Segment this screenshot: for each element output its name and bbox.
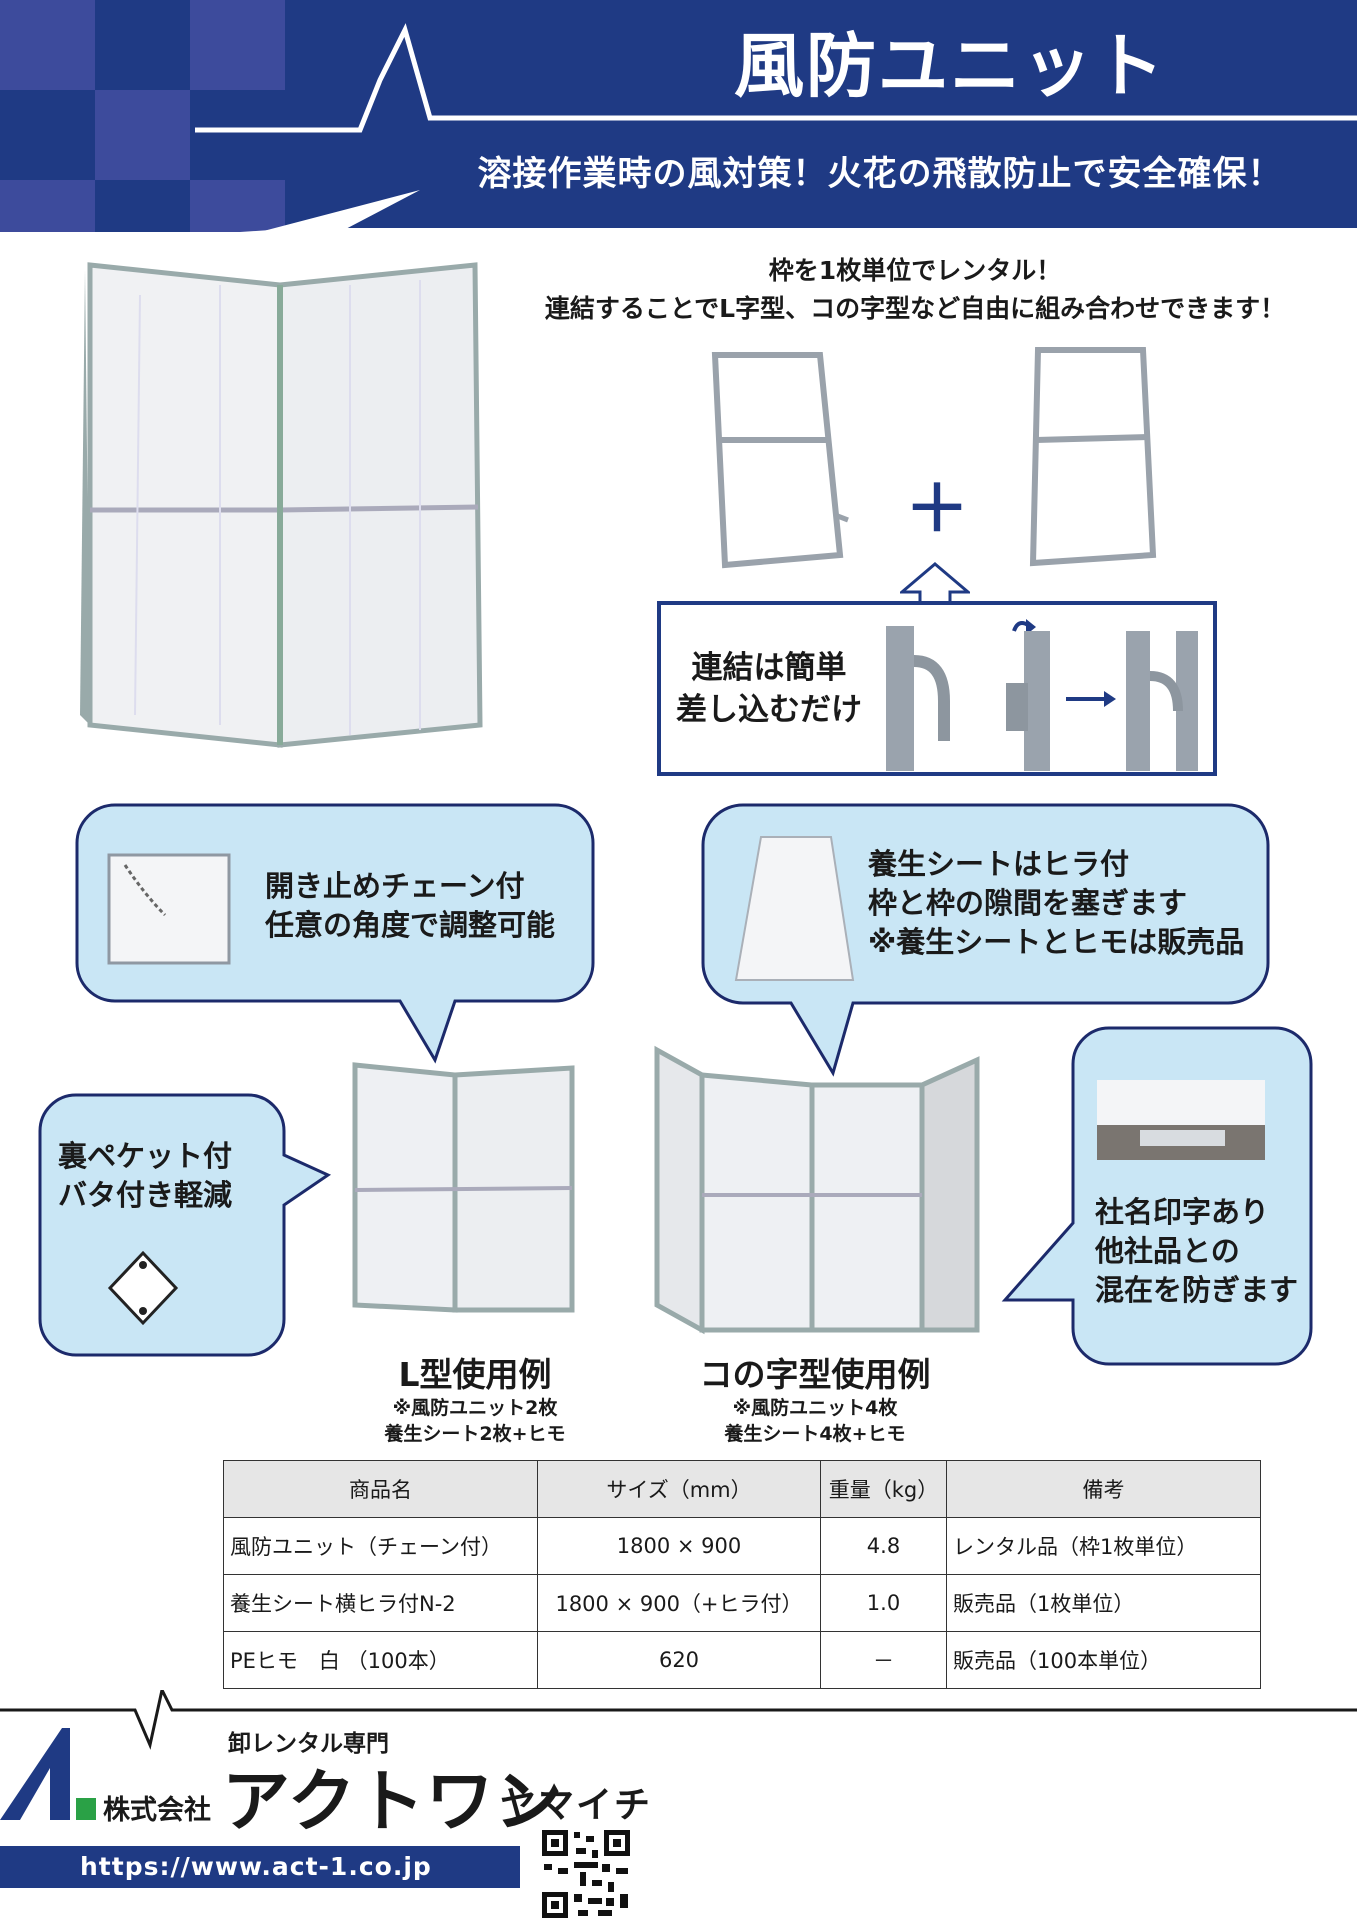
cell-size: 1800 × 900（+ヒラ付） — [537, 1574, 821, 1632]
l-type-note: ※風防ユニット2枚 養生シート2枚+ヒモ — [360, 1395, 590, 1447]
pocket-line-2: バタ付き軽減 — [58, 1178, 233, 1212]
cell-product: 風防ユニット（チェーン付） — [223, 1517, 538, 1575]
chain-line-2: 任意の角度で調整可能 — [265, 908, 556, 942]
cell-weight: － — [820, 1631, 947, 1689]
chain-line-1: 開き止めチェーン付 — [265, 869, 525, 903]
company-logo-icon — [0, 1728, 96, 1820]
cell-note: 販売品（100本単位） — [946, 1631, 1261, 1689]
u-type-title: コの字型使用例 — [699, 1355, 931, 1394]
frame-photo-left — [710, 350, 850, 574]
name-line-1: 社名印字あり — [1095, 1195, 1270, 1229]
l-type-title: L型使用例 — [398, 1355, 552, 1394]
sheet-line-3: ※養生シートとヒモは販売品 — [868, 925, 1245, 959]
footer-tagline: 卸レンタル専門 — [228, 1731, 389, 1757]
intro-text: 枠を1枚単位でレンタル！ 連結することでL字型、コの字型など自由に組み合わせでき… — [480, 252, 1350, 328]
u-type-note-2: 養生シート4枚+ヒモ — [724, 1423, 906, 1445]
plus-sign: ＋ — [905, 473, 969, 547]
bubble-chain: 開き止めチェーン付 任意の角度で調整可能 — [75, 803, 595, 1065]
cell-size: 1800 × 900 — [537, 1517, 821, 1575]
pocket-line-1: 裏ペケット付 — [58, 1139, 233, 1173]
table-row: 風防ユニット（チェーン付） 1800 × 900 4.8 レンタル品（枠1枚単位… — [223, 1517, 1261, 1575]
pocket-diamond-icon — [107, 1250, 179, 1326]
bubble-pocket: 裏ペケット付 バタ付き軽減 — [38, 1093, 338, 1357]
name-line-3: 混在を防ぎます — [1095, 1273, 1299, 1307]
sheet-line-2: 枠と枠の隙間を塞ぎます — [868, 886, 1188, 920]
intro-line-1: 枠を1枚単位でレンタル！ — [768, 256, 1062, 285]
footer-sub-brand: ヤマイチ — [500, 1785, 653, 1826]
col-weight: 重量（kg） — [820, 1460, 947, 1518]
table-header-row: 商品名 サイズ（mm） 重量（kg） 備考 — [223, 1460, 1261, 1518]
spec-table: 商品名 サイズ（mm） 重量（kg） 備考 風防ユニット（チェーン付） 1800… — [223, 1460, 1261, 1689]
u-type-note-1: ※風防ユニット4枚 — [732, 1397, 898, 1419]
footer-brand: アクトワン — [222, 1763, 564, 1842]
name-line-2: 他社品との — [1095, 1234, 1240, 1268]
l-type-note-2: 養生シート2枚+ヒモ — [384, 1423, 566, 1445]
col-size: サイズ（mm） — [537, 1460, 821, 1518]
connection-photos — [886, 619, 1198, 771]
cell-size: 620 — [537, 1631, 821, 1689]
cell-note: レンタル品（枠1枚単位） — [946, 1517, 1261, 1575]
u-type-photo — [652, 1045, 992, 1345]
connection-box: 連結は簡単 差し込むだけ — [657, 601, 1217, 776]
header-background — [0, 0, 1357, 232]
footer-pulse-line — [0, 1690, 1357, 1750]
main-unit-photo — [80, 245, 500, 765]
footer-corp: 株式会社 — [103, 1795, 211, 1826]
l-type-photo — [350, 1060, 580, 1320]
sheet-line-1: 養生シートはヒラ付 — [868, 847, 1130, 881]
cell-product: PEヒモ 白 （100本） — [223, 1631, 538, 1689]
connection-line-1: 連結は簡単 — [691, 650, 847, 686]
intro-line-2: 連結することでL字型、コの字型など自由に組み合わせできます！ — [544, 294, 1286, 323]
bubble-company-name: 社名印字あり 他社品との 混在を防ぎます — [1001, 1026, 1315, 1368]
l-type-note-1: ※風防ユニット2枚 — [392, 1397, 558, 1419]
right-arrow-icon — [1104, 691, 1116, 707]
bubble-sheet: 養生シートはヒラ付 枠と枠の隙間を塞ぎます ※養生シートとヒモは販売品 — [701, 803, 1273, 1077]
cell-note: 販売品（1枚単位） — [946, 1574, 1261, 1632]
table-row: PEヒモ 白 （100本） 620 － 販売品（100本単位） — [223, 1631, 1261, 1689]
cell-weight: 4.8 — [820, 1517, 947, 1575]
connection-text: 連結は簡単 差し込むだけ — [669, 647, 869, 731]
col-product: 商品名 — [223, 1460, 538, 1518]
qr-code-icon[interactable] — [540, 1828, 632, 1920]
u-type-note: ※風防ユニット4枚 養生シート4枚+ヒモ — [700, 1395, 930, 1447]
footer-url-link[interactable]: https://www.act-1.co.jp — [0, 1846, 520, 1888]
frame-photo-right — [1028, 345, 1163, 574]
col-note: 備考 — [946, 1460, 1261, 1518]
page-subtitle: 溶接作業時の風対策！火花の飛散防止で安全確保！ — [477, 154, 1283, 194]
table-row: 養生シート横ヒラ付N-2 1800 × 900（+ヒラ付） 1.0 販売品（1枚… — [223, 1574, 1261, 1632]
cell-product: 養生シート横ヒラ付N-2 — [223, 1574, 538, 1632]
cell-weight: 1.0 — [820, 1574, 947, 1632]
connection-line-2: 差し込むだけ — [676, 692, 862, 728]
up-arrow-icon — [900, 562, 970, 604]
header: 風防ユニット 溶接作業時の風対策！火花の飛散防止で安全確保！ — [0, 0, 1357, 232]
page-title: 風防ユニット — [734, 25, 1166, 107]
